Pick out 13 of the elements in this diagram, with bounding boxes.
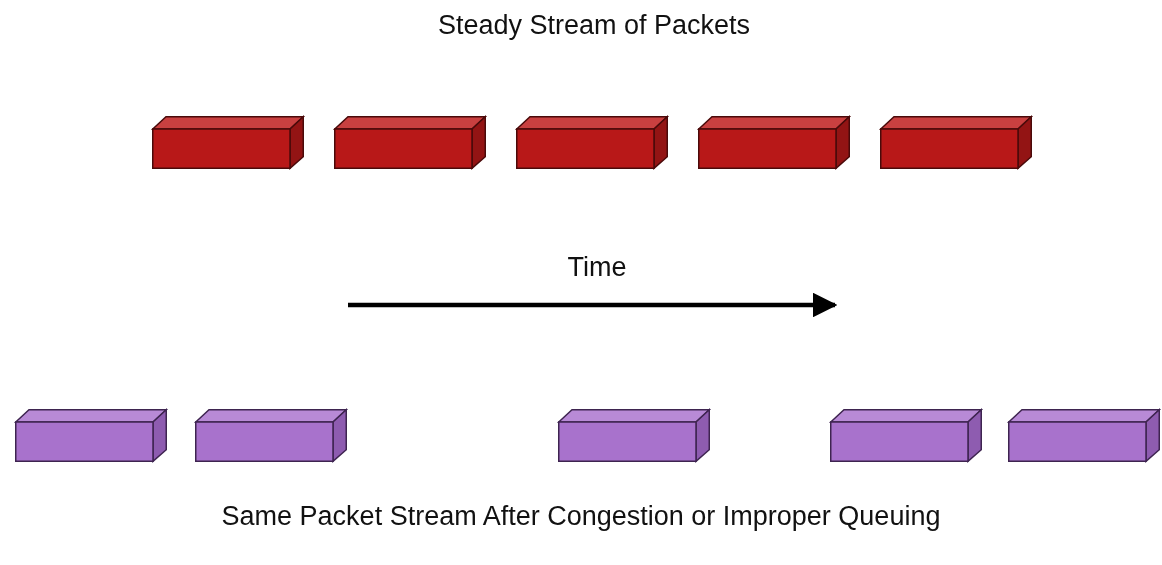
packet-block [15,409,167,462]
packet-block [152,116,304,169]
packet-block [830,409,982,462]
packet-block [558,409,710,462]
packet-block [334,116,486,169]
packet-block [880,116,1032,169]
packet-block [698,116,850,169]
diagram-title: Steady Stream of Packets [437,10,751,41]
diagram-caption: Same Packet Stream After Congestion or Improper Queuing [221,501,941,532]
axis-label: Time [567,252,627,283]
packet-block [516,116,668,169]
packet-block [195,409,347,462]
packet-block [1008,409,1160,462]
